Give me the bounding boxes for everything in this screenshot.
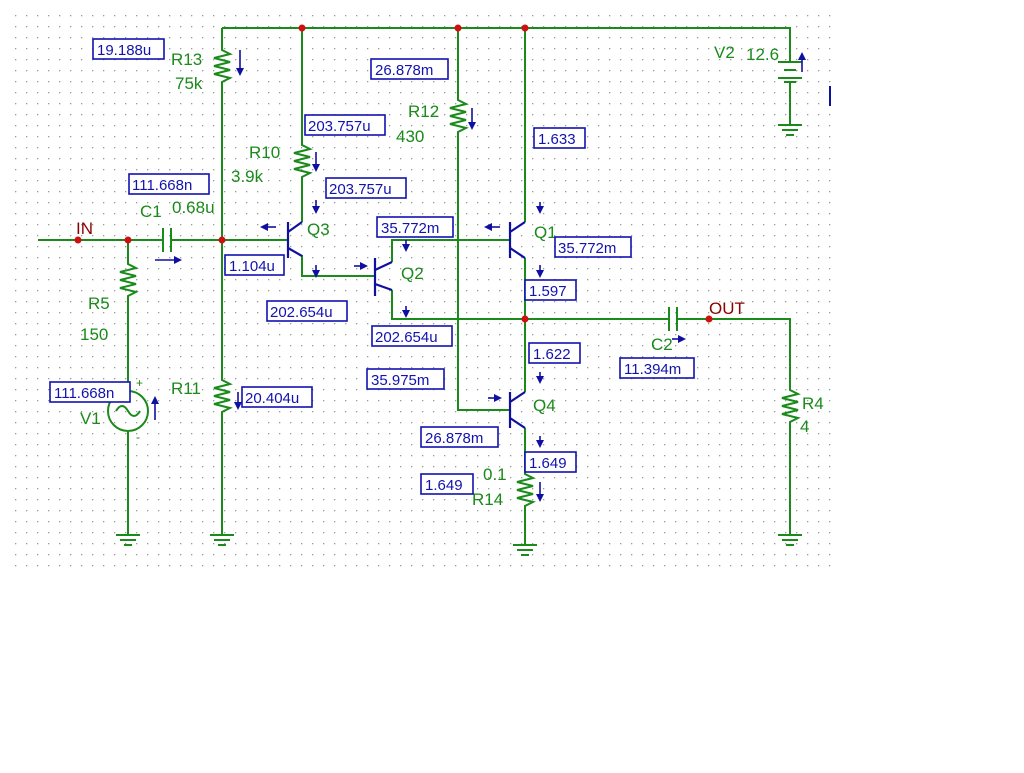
resistor-r11[interactable] (213, 375, 233, 425)
r4-value: 4 (800, 417, 809, 436)
svg-text:111.668n: 111.668n (132, 177, 192, 194)
capacitor-c2[interactable] (668, 307, 678, 331)
c1-name: C1 (140, 202, 162, 221)
r10-name: R10 (249, 143, 280, 162)
svg-text:35.772m: 35.772m (381, 220, 439, 237)
measurement-q1-collector[interactable]: 1.633 (533, 127, 586, 149)
svg-text:26.878m: 26.878m (425, 430, 483, 447)
ground-r4 (778, 534, 802, 546)
wire-q3-q2 (301, 255, 375, 277)
r4-name: R4 (802, 394, 824, 413)
r12-value: 430 (396, 127, 424, 146)
ground-v1 (116, 534, 140, 546)
r10-value: 3.9k (231, 167, 264, 186)
resistor-r5[interactable] (119, 260, 139, 300)
resistor-r12[interactable] (449, 95, 469, 140)
measurement-c1-current[interactable]: 111.668n (128, 173, 210, 195)
measurement-r11-current[interactable]: 20.404u (241, 386, 313, 408)
measurement-v1-current[interactable]: 111.668n (49, 381, 131, 403)
wire-q2-q1 (391, 239, 510, 262)
resistor-r10[interactable] (293, 140, 313, 182)
svg-text:202.654u: 202.654u (270, 304, 333, 321)
transistor-q1[interactable] (508, 221, 526, 259)
resistor-r13[interactable] (213, 45, 233, 85)
svg-text:1.104u: 1.104u (229, 258, 275, 275)
junctions (74, 24, 713, 323)
wire-r12-q4 (457, 140, 510, 411)
svg-text:20.404u: 20.404u (245, 390, 299, 407)
r14-name: R14 (472, 490, 503, 509)
svg-text:11.394m: 11.394m (624, 361, 681, 378)
wire-c2-r4 (678, 318, 791, 385)
wire-q2-out (391, 290, 525, 320)
measurement-q3-emitter[interactable]: 203.757u (325, 177, 407, 199)
measurement-q3-base[interactable]: 1.104u (224, 254, 285, 276)
resistor-r14[interactable] (516, 470, 536, 510)
c2-name: C2 (651, 335, 673, 354)
measurement-r14-current[interactable]: 1.649 (524, 451, 577, 473)
r5-value: 150 (80, 325, 108, 344)
svg-text:1.649: 1.649 (425, 477, 463, 494)
measurement-q2-emitter[interactable]: 202.654u (371, 325, 453, 347)
svg-text:111.668n: 111.668n (54, 385, 114, 402)
v2-name: V2 (714, 43, 735, 62)
svg-text:35.975m: 35.975m (371, 372, 429, 389)
transistor-q2[interactable] (373, 258, 393, 296)
resistor-r4[interactable] (781, 385, 801, 435)
svg-text:1.649: 1.649 (529, 455, 567, 472)
q3-name: Q3 (307, 220, 330, 239)
q1-name: Q1 (534, 223, 557, 242)
c1-value: 0.68u (172, 198, 215, 217)
capacitor-c1[interactable] (162, 228, 172, 252)
measurement-q2-base[interactable]: 35.772m (376, 216, 454, 238)
svg-text:+: + (136, 376, 143, 390)
svg-text:203.757u: 203.757u (329, 181, 392, 198)
svg-text:35.772m: 35.772m (558, 240, 616, 257)
svg-text:19.188u: 19.188u (97, 42, 151, 59)
svg-text:1.633: 1.633 (538, 131, 576, 148)
wire-top-rail (222, 27, 791, 62)
svg-text:-: - (136, 430, 140, 444)
measurement-q4-emitter[interactable]: 1.622 (528, 342, 581, 364)
q2-name: Q2 (401, 264, 424, 283)
r13-name: R13 (171, 50, 202, 69)
r14-value: 0.1 (483, 465, 507, 484)
q4-name: Q4 (533, 396, 556, 415)
battery-v2[interactable] (778, 61, 802, 83)
measurement-q1-emitter[interactable]: 35.772m (554, 236, 632, 258)
measurement-r12-current[interactable]: 26.878m (370, 58, 449, 80)
measurement-r13-current[interactable]: 19.188u (92, 38, 165, 60)
measurement-q1-base[interactable]: 1.597 (524, 279, 577, 301)
ground-r14 (513, 544, 537, 556)
measurement-q2-collector[interactable]: 202.654u (266, 300, 348, 322)
ground-v2 (778, 124, 802, 136)
svg-text:202.654u: 202.654u (375, 329, 438, 346)
r5-name: R5 (88, 294, 110, 313)
measurement-c2-current[interactable]: 11.394m (619, 357, 695, 379)
r11-name: R11 (171, 379, 201, 398)
svg-text:1.622: 1.622 (533, 346, 571, 363)
svg-text:26.878m: 26.878m (375, 62, 433, 79)
svg-text:1.597: 1.597 (529, 283, 567, 300)
node-label-out: OUT (709, 299, 745, 318)
measurement-r10-current[interactable]: 203.757u (304, 114, 386, 136)
measurement-r14-side[interactable]: 1.649 (420, 473, 474, 495)
r12-name: R12 (408, 102, 439, 121)
current-arrows (151, 50, 806, 502)
measurement-q4-base[interactable]: 26.878m (420, 426, 499, 448)
v2-value: 12.6 (746, 45, 779, 64)
transistor-q3[interactable] (286, 221, 303, 258)
node-label-in: IN (76, 219, 93, 238)
measurement-q4-collector[interactable]: 35.975m (366, 368, 445, 390)
svg-text:203.757u: 203.757u (308, 118, 371, 135)
transistor-q4[interactable] (508, 391, 526, 429)
r13-value: 75k (175, 74, 203, 93)
v1-name: V1 (80, 409, 101, 428)
ground-r11 (210, 534, 234, 546)
